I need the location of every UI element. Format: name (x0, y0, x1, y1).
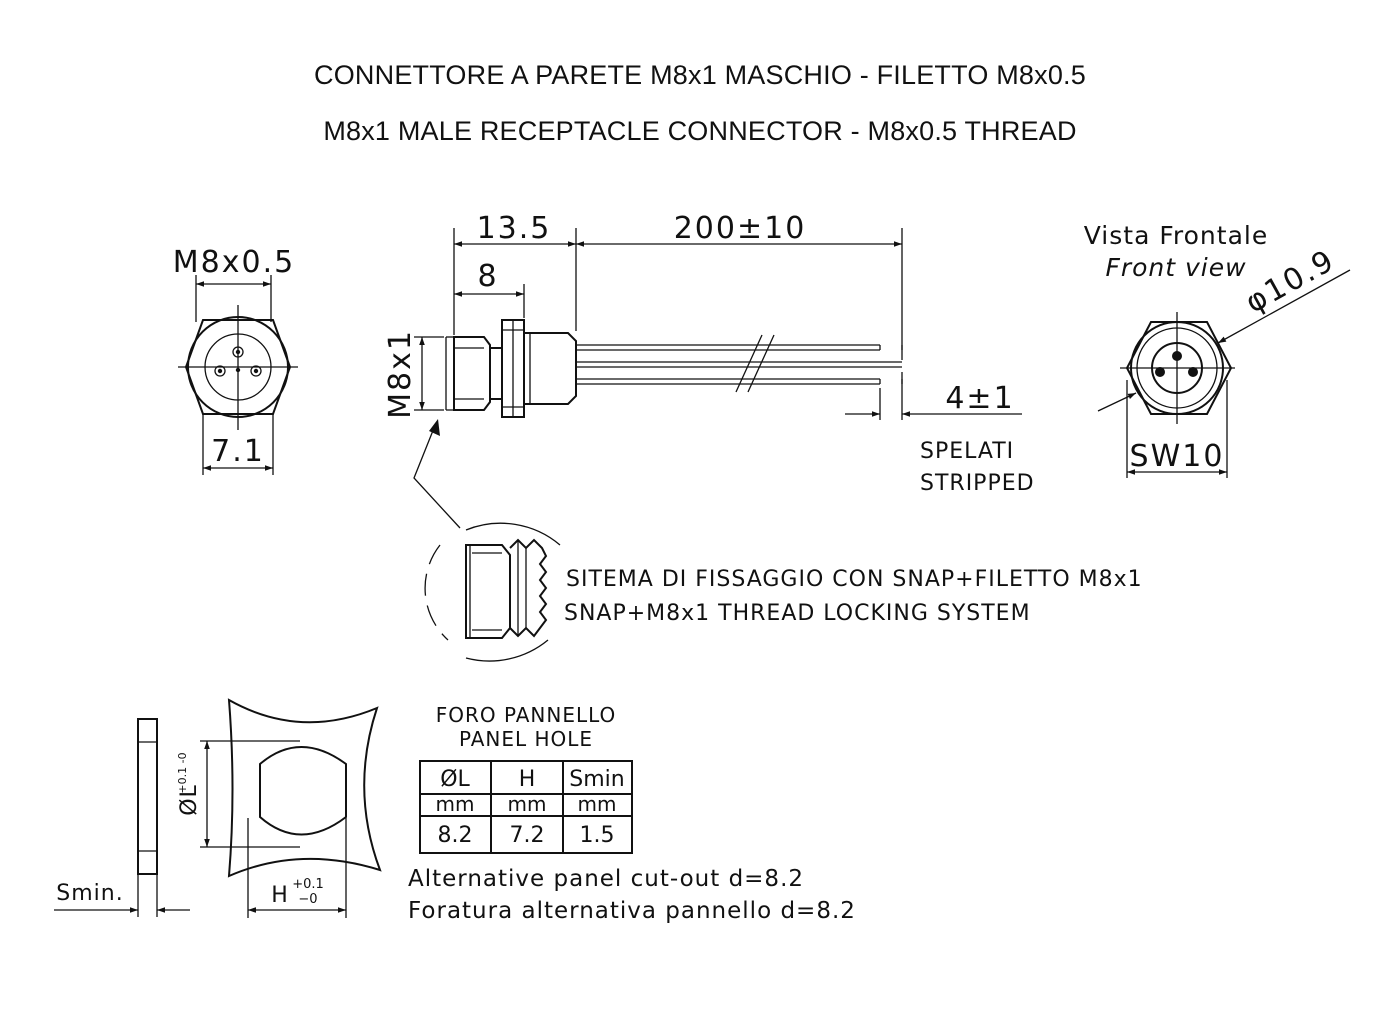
body-length-label: 13.5 (477, 211, 552, 246)
panel-h-tol-minus: −0 (298, 892, 317, 907)
strip-length-label: 4±1 (945, 381, 1014, 416)
side-width-label: 7.1 (211, 434, 265, 469)
alt-cutout-en: Alternative panel cut-out d=8.2 (408, 866, 804, 892)
stripped-label-it: SPELATI (920, 439, 1014, 464)
side-thread-label: M8x0.5 (173, 245, 295, 280)
table-title-en: PANEL HOLE (459, 727, 593, 751)
front-view-label-it: Vista Frontale (1084, 221, 1268, 250)
stripped-label-en: STRIPPED (920, 471, 1035, 496)
table-unit-l: mm (436, 792, 475, 816)
title-italian: CONNETTORE A PARETE M8x1 MASCHIO - FILET… (314, 60, 1086, 90)
side-view: M8x0.5 7.1 (173, 245, 298, 475)
table-header-l: ØL (440, 767, 470, 792)
panel-diam-label: ØL (177, 784, 202, 816)
table-unit-smin: mm (578, 792, 617, 816)
table-header-h: H (519, 767, 536, 792)
front-diameter-label: φ10.9 (1240, 243, 1341, 320)
thread-m8x1-label: M8x1 (383, 329, 418, 419)
connector-profile: 13.5 200±10 8 M8x1 4±1 SPELATI STRIPPED (383, 211, 1035, 529)
locking-label-it: SITEMA DI FISSAGGIO CON SNAP+FILETTO M8x… (566, 567, 1143, 592)
panel-h-label: H (271, 883, 289, 908)
front-length-label: 8 (477, 259, 498, 294)
table-value-smin: 1.5 (580, 823, 615, 848)
table-title-it: FORO PANNELLO (436, 703, 617, 727)
panel-section: Smin. (54, 718, 190, 917)
table-value-h: 7.2 (510, 823, 545, 848)
table-value-l: 8.2 (438, 823, 473, 848)
cable-length-label: 200±10 (674, 211, 807, 246)
title-english: M8x1 MALE RECEPTACLE CONNECTOR - M8x0.5 … (323, 116, 1077, 146)
smin-label: Smin. (56, 881, 123, 906)
table-header-smin: Smin (569, 767, 624, 792)
panel-diam-tolerance: +0.1 -0 (176, 752, 189, 793)
front-view-label-en: Front view (1105, 253, 1246, 282)
panel-h-tol-plus: +0.1 (292, 877, 324, 892)
wrench-size-label: SW10 (1130, 439, 1225, 474)
front-view: Vista Frontale Front view φ10.9 SW10 (1084, 221, 1351, 478)
panel-hole-drawing: ØL +0.1 -0 H +0.1 −0 (176, 698, 382, 918)
panel-hole-table: FORO PANNELLO PANEL HOLE ØL H Smin mm mm… (408, 703, 856, 924)
locking-detail: SITEMA DI FISSAGGIO CON SNAP+FILETTO M8x… (424, 522, 1143, 662)
locking-label-en: SNAP+M8x1 THREAD LOCKING SYSTEM (564, 601, 1031, 626)
alt-cutout-it: Foratura alternativa pannello d=8.2 (408, 898, 856, 924)
table-unit-h: mm (508, 792, 547, 816)
